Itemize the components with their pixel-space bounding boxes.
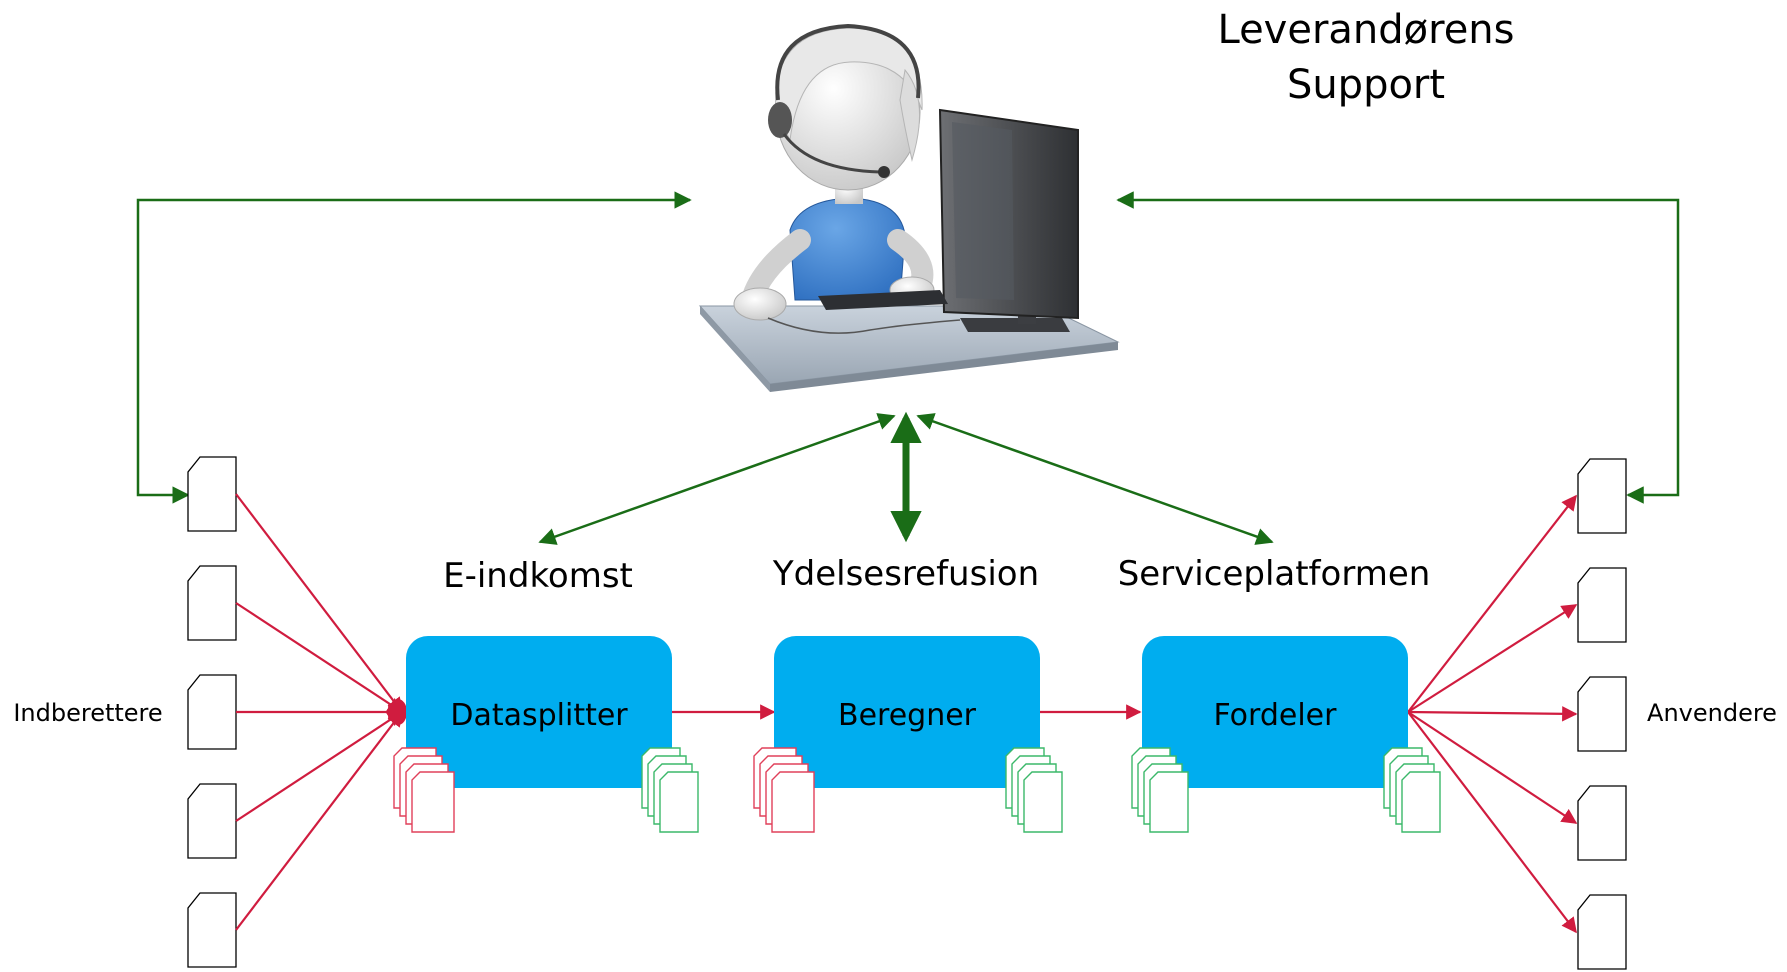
output-flow-arrow	[1407, 711, 1578, 824]
input-flow-arrow	[235, 710, 403, 931]
document-icon	[187, 565, 237, 641]
process-label-beregner: Beregner	[838, 698, 977, 733]
left-support-loop-arrow	[136, 191, 692, 504]
green-document-stack-icon	[1383, 747, 1441, 833]
document-icon	[1577, 458, 1627, 534]
left-documents	[187, 456, 237, 968]
green-document-stack-icon	[1005, 747, 1063, 833]
process-beregner: Beregner	[774, 636, 1040, 788]
system-label-e-indkomst: E-indkomst	[443, 556, 633, 596]
right-support-loop-arrow	[1116, 191, 1680, 504]
green-document-stack-icon	[641, 747, 699, 833]
document-icon	[1577, 894, 1627, 970]
support-to-e-indkomst-arrow	[538, 413, 896, 545]
input-flow-arrow	[235, 602, 404, 713]
document-icon	[187, 892, 237, 968]
input-flow-arrow	[235, 711, 404, 822]
support-title-line1: Leverandørens	[1217, 7, 1514, 53]
output-flow-arrow	[1407, 494, 1577, 713]
process-fordeler: Fordeler	[1142, 636, 1408, 788]
output-flow-arrow	[1407, 711, 1577, 934]
support-agent-figure	[698, 23, 1120, 392]
output-flow-arrow	[1407, 604, 1578, 713]
document-icon	[187, 674, 237, 750]
system-label-serviceplatformen: Serviceplatformen	[1118, 554, 1431, 594]
process-datasplitter: Datasplitter	[406, 636, 672, 788]
process-label-datasplitter: Datasplitter	[450, 698, 628, 733]
support-title-line2: Support	[1287, 62, 1445, 108]
process-label-fordeler: Fordeler	[1214, 698, 1338, 733]
document-icon	[1577, 785, 1627, 861]
document-icon	[1577, 567, 1627, 643]
green-document-stack-icon	[1131, 747, 1189, 833]
actor-label-indberettere: Indberettere	[13, 699, 162, 727]
convergence-point	[389, 699, 407, 725]
input-flow-arrow	[235, 493, 403, 714]
document-icon	[187, 456, 237, 532]
red-document-stack-icon	[393, 747, 455, 833]
right-documents	[1577, 458, 1627, 970]
support-connections	[136, 191, 1680, 545]
document-icon	[187, 783, 237, 859]
actor-label-anvendere: Anvendere	[1647, 699, 1777, 727]
document-icon	[1577, 676, 1627, 752]
support-to-serviceplatformen-arrow	[916, 413, 1274, 545]
output-flow-arrow	[1407, 706, 1578, 722]
system-label-ydelsesrefusion: Ydelsesrefusion	[772, 554, 1039, 594]
red-document-stack-icon	[753, 747, 815, 833]
data-flow-arrows	[235, 493, 1578, 934]
